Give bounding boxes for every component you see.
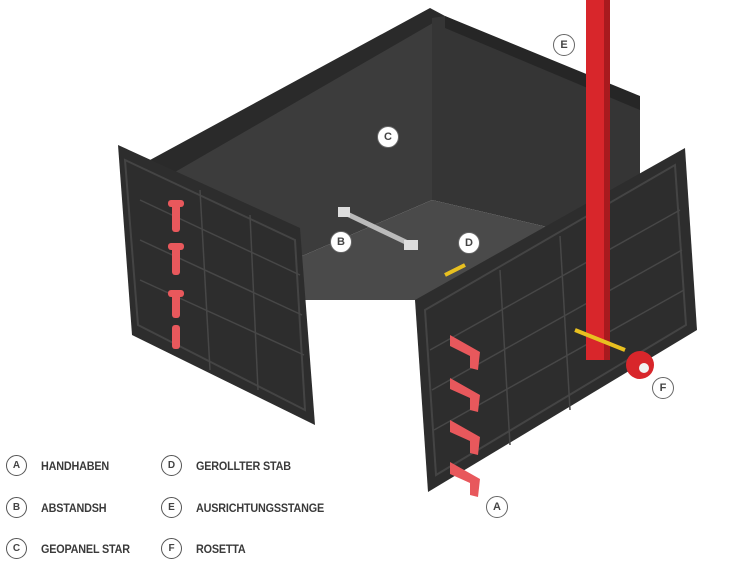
legend-letter: C	[6, 538, 27, 559]
callout-a: A	[486, 496, 508, 518]
legend-letter: D	[161, 455, 182, 476]
legend-label: ROSETTA	[196, 541, 246, 556]
legend-item-a: A HANDHABEN	[6, 455, 117, 476]
legend-letter: E	[161, 497, 182, 518]
legend-letter: F	[161, 538, 182, 559]
spacer-rod	[338, 207, 418, 250]
callout-e: E	[553, 34, 575, 56]
legend-label: HANDHABEN	[41, 458, 109, 473]
legend-label: GEROLLTER STAB	[196, 458, 291, 473]
legend-letter: B	[6, 497, 27, 518]
legend-item-c: C GEOPANEL STAR	[6, 538, 140, 559]
right-handles	[450, 335, 480, 497]
left-handles	[168, 200, 184, 349]
legend-item-d: D GEROLLTER STAB	[161, 455, 301, 476]
callout-b: B	[330, 231, 352, 253]
legend-item-f: F ROSETTA	[161, 538, 251, 559]
left-panel	[118, 145, 315, 425]
legend-label: ABSTANDSH	[41, 500, 107, 515]
legend-letter: A	[6, 455, 27, 476]
legend-item-b: B ABSTANDSH	[6, 497, 114, 518]
callout-f: F	[652, 377, 674, 399]
back-wall-rim	[150, 8, 445, 172]
legend-item-e: E AUSRICHTUNGSSTANGE	[161, 497, 338, 518]
callout-d: D	[458, 232, 480, 254]
legend-label: GEOPANEL STAR	[41, 541, 130, 556]
callout-c: C	[377, 126, 399, 148]
legend-label: AUSRICHTUNGSSTANGE	[196, 500, 324, 515]
